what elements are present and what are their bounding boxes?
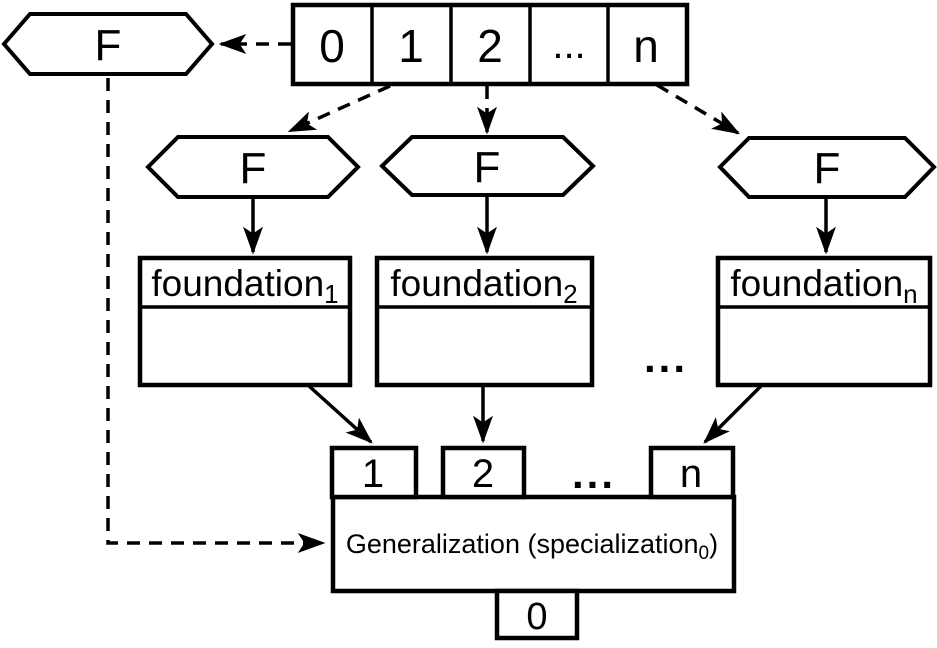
generalization-structure: 1 2 ... n Generalization (specialization… bbox=[329, 445, 737, 641]
foundation-2-label: foundation2 bbox=[390, 263, 577, 309]
port-box-n bbox=[648, 445, 736, 500]
f-hexagon-2 bbox=[379, 135, 596, 197]
foundation-2-label-base: foundation bbox=[390, 263, 563, 304]
f-hexagon-2-label: F bbox=[474, 143, 501, 192]
root-f-hexagon bbox=[1, 12, 215, 76]
dashed-arrow-celln-to-hex3 bbox=[656, 83, 741, 135]
foundation-2-box: foundation2 bbox=[374, 255, 595, 388]
f-hexagon-3-label: F bbox=[814, 144, 841, 193]
array-cell-2: 2 bbox=[477, 20, 503, 72]
dashed-arrow-cell1-to-hex1 bbox=[287, 84, 391, 133]
array-cell-0: 0 bbox=[319, 20, 345, 72]
foundation-row-ellipsis: ... bbox=[644, 334, 688, 381]
dashed-line-rootF-to-generalization bbox=[106, 78, 326, 553]
port-n-label: n bbox=[680, 452, 702, 496]
port-box-0 bbox=[494, 588, 580, 641]
foundation-n-outline bbox=[715, 255, 933, 388]
arrow-foundation1-to-port1 bbox=[307, 384, 373, 444]
port-1-label: 1 bbox=[362, 452, 384, 496]
port-row-ellipsis: ... bbox=[572, 450, 616, 497]
foundation-n-label-sub: n bbox=[903, 279, 917, 309]
port-box-1 bbox=[329, 445, 419, 500]
foundation-n-label: foundationn bbox=[730, 263, 917, 309]
f-hexagon-1 bbox=[145, 135, 361, 199]
array-outline bbox=[290, 2, 690, 87]
generalization-label-main: Generalization (specialization bbox=[346, 529, 699, 559]
root-f-hexagon-label: F bbox=[95, 21, 122, 70]
f-hexagon-3 bbox=[717, 136, 937, 199]
generalization-label-close: ) bbox=[709, 529, 718, 559]
foundation-n-label-base: foundation bbox=[730, 263, 903, 304]
index-array: 0 1 2 ... n bbox=[290, 2, 690, 87]
foundation-2-label-sub: 2 bbox=[563, 279, 577, 309]
foundation-1-box: foundation1 bbox=[137, 255, 353, 388]
array-cell-1: 1 bbox=[398, 20, 424, 72]
generalization-label: Generalization (specialization0) bbox=[346, 529, 718, 564]
foundation-1-label-sub: 1 bbox=[324, 279, 338, 309]
port-box-2 bbox=[440, 445, 527, 500]
port-2-label: 2 bbox=[472, 452, 494, 496]
array-cell-n: n bbox=[633, 20, 659, 72]
foundation-n-box: foundationn bbox=[715, 255, 933, 388]
port-0-label: 0 bbox=[526, 596, 547, 638]
foundation-1-label-base: foundation bbox=[151, 263, 324, 304]
generalization-label-sub: 0 bbox=[699, 543, 710, 564]
arrow-foundationn-to-portn bbox=[703, 384, 763, 444]
f-hexagon-1-label: F bbox=[240, 144, 267, 193]
foundation-1-outline bbox=[137, 255, 353, 388]
foundation-2-outline bbox=[374, 255, 595, 388]
array-cell-ellipsis: ... bbox=[552, 23, 585, 67]
foundation-1-label: foundation1 bbox=[151, 263, 338, 309]
